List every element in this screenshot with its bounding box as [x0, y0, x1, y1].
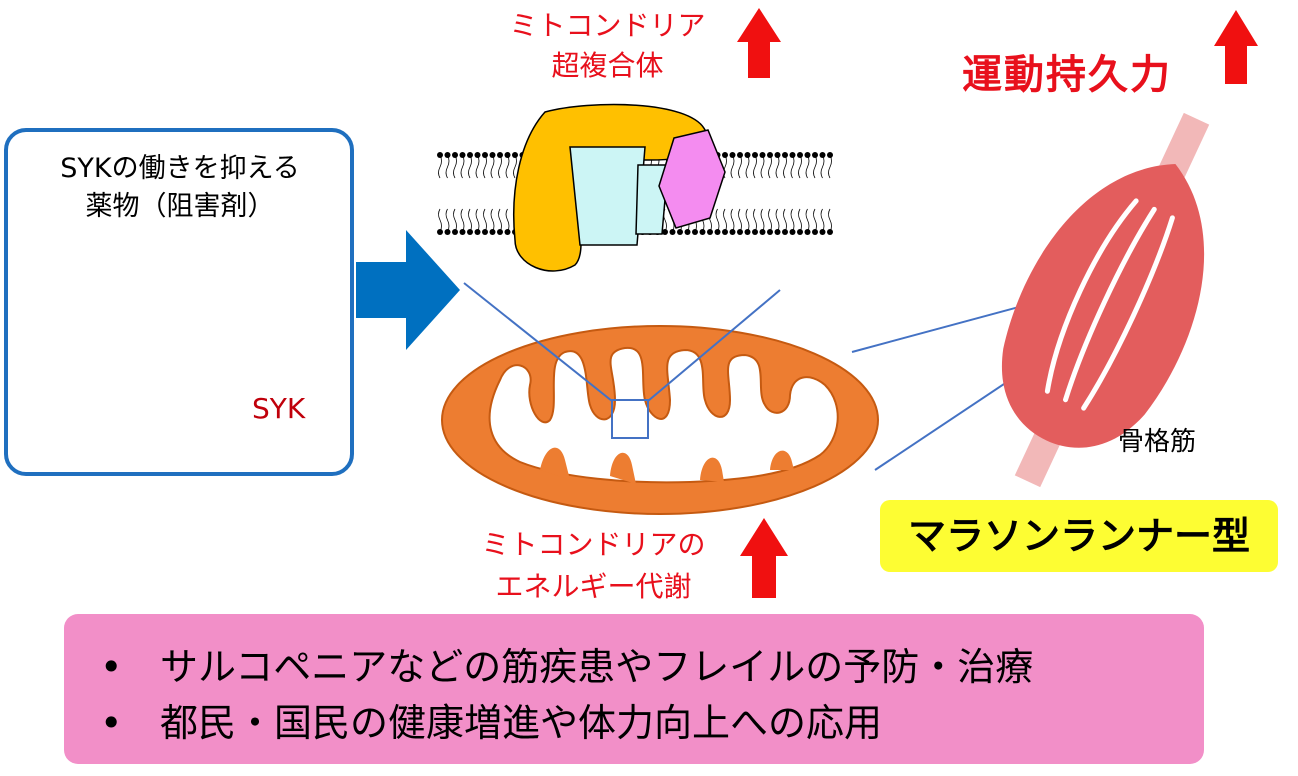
- zoom-line-right: [647, 289, 781, 402]
- application-text: サルコペニアなどの筋疾患やフレイルの予防・治療: [160, 645, 1034, 689]
- lipid-tail: [828, 208, 832, 233]
- skeletal-muscle-label: 骨格筋: [1118, 427, 1197, 457]
- lipid-tail: [460, 154, 465, 179]
- lipid-tail: [505, 154, 510, 179]
- blue-arrow: [356, 230, 460, 350]
- energy-label-line2: エネルギー代謝: [495, 570, 692, 603]
- lipid-tail: [498, 154, 502, 179]
- up-arrow-endurance: [1214, 10, 1258, 84]
- lipid-tail: [490, 208, 495, 233]
- lipid-tail: [768, 154, 772, 179]
- lipid-tail: [490, 154, 495, 179]
- lipid-tail: [783, 154, 787, 179]
- lipid-tail: [723, 208, 727, 233]
- lipid-tail: [790, 208, 795, 233]
- lipid-tail: [798, 154, 802, 179]
- lipid-tail: [775, 208, 780, 233]
- application-text: 都民・国民の健康増進や体力向上への応用: [160, 701, 883, 745]
- lipid-tail: [730, 208, 735, 233]
- mitochondrion-inner: [488, 346, 839, 484]
- skeletal-muscle-icon: [1002, 112, 1210, 488]
- application-item: • 都民・国民の健康増進や体力向上への応用: [100, 692, 882, 747]
- up-arrow-energy: [740, 518, 788, 598]
- lipid-tail: [783, 208, 787, 233]
- lipid-tail: [460, 208, 465, 233]
- lipid-tail: [828, 154, 832, 179]
- lipid-tail: [513, 154, 517, 179]
- supercomplex-label-line2: 超複合体: [551, 49, 664, 82]
- supercomplex-label: ミトコンドリア 超複合体: [490, 6, 725, 86]
- lipid-tail: [475, 154, 480, 179]
- endurance-label: 運動持久力: [962, 52, 1172, 98]
- lipid-tail: [438, 208, 442, 233]
- complex-cyan-large: [569, 146, 646, 246]
- lipid-tail: [498, 208, 502, 233]
- zoom-box: [611, 399, 649, 439]
- lipid-tail: [453, 208, 457, 233]
- lipid-tail: [483, 154, 487, 179]
- lipid-tail: [715, 208, 720, 233]
- lipid-tail: [760, 208, 765, 233]
- bullet: •: [100, 701, 123, 745]
- lipid-tail: [468, 208, 472, 233]
- marathon-label: マラソンランナー型: [907, 514, 1250, 558]
- lipid-tail: [738, 208, 742, 233]
- lipid-tail: [483, 208, 487, 233]
- drug-title-line2: 薬物（阻害剤）: [85, 191, 275, 222]
- zoom-line-left: [463, 282, 613, 402]
- energy-metabolism-label: ミトコンドリアの エネルギー代謝: [456, 524, 731, 608]
- lipid-tail: [768, 208, 772, 233]
- lipid-tail: [805, 208, 810, 233]
- drug-box-title: SYKの働きを抑える 薬物（阻害剤）: [20, 150, 340, 226]
- application-item: • サルコペニアなどの筋疾患やフレイルの予防・治療: [100, 636, 1033, 691]
- lipid-tail: [775, 154, 780, 179]
- lipid-tail: [745, 154, 750, 179]
- lipid-tail: [753, 154, 757, 179]
- lipid-tail: [813, 154, 817, 179]
- lipid-tail: [445, 154, 450, 179]
- lipid-tail: [753, 208, 757, 233]
- marathon-box: [880, 500, 1278, 572]
- lipid-tail: [760, 154, 765, 179]
- lipid-tail: [468, 154, 472, 179]
- up-arrow-supercomplex: [737, 8, 781, 78]
- bullet: •: [100, 645, 123, 689]
- lipid-tail: [453, 154, 457, 179]
- lipid-tail: [730, 154, 735, 179]
- lipid-tail: [445, 208, 450, 233]
- lipid-tail: [738, 154, 742, 179]
- supercomplex-label-line1: ミトコンドリア: [509, 9, 706, 42]
- energy-label-line1: ミトコンドリアの: [481, 528, 706, 561]
- applications-box: [64, 614, 1204, 764]
- lipid-tail: [805, 154, 810, 179]
- drug-title-line1: SYKの働きを抑える: [60, 153, 300, 184]
- lipid-tail: [790, 154, 795, 179]
- lipid-tail: [505, 208, 510, 233]
- lipid-tail: [820, 154, 825, 179]
- lipid-tail: [745, 208, 750, 233]
- lipid-tail: [438, 154, 442, 179]
- syk-label: SYK: [252, 392, 306, 425]
- lipid-tail: [813, 208, 817, 233]
- lipid-tail: [820, 208, 825, 233]
- complex-pink-hexagon: [658, 129, 726, 229]
- lipid-tail: [475, 208, 480, 233]
- lipid-tail: [798, 208, 802, 233]
- drug-box: [4, 128, 354, 476]
